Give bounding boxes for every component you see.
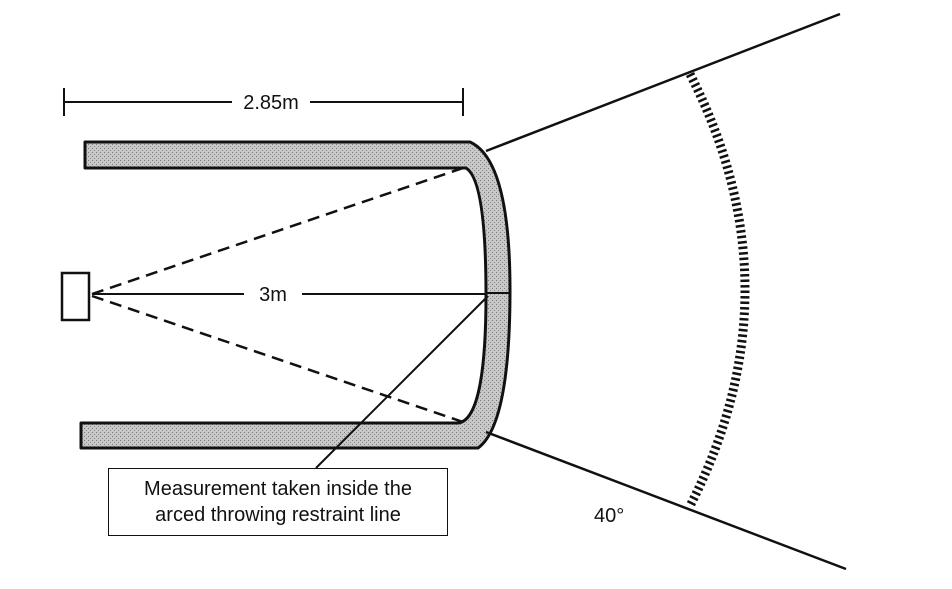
distance-label: 3m	[259, 284, 287, 306]
sector-line-lower	[485, 430, 847, 571]
restraint-band	[79, 140, 512, 450]
measurement-note-line-1: Measurement taken inside the	[144, 478, 412, 500]
distance-dimension: 3m	[92, 284, 486, 306]
measurement-note-line-2: arced throwing restraint line	[155, 504, 401, 526]
sector-angle-label: 40°	[594, 505, 624, 527]
width-dimension-label: 2.85m	[243, 92, 299, 114]
note-leader-line	[315, 295, 489, 469]
throw-point-marker	[60, 271, 91, 322]
width-dimension: 2.85m	[63, 88, 464, 116]
dashed-line-upper	[91, 165, 467, 296]
landing-arc	[685, 71, 750, 509]
measurement-note-box: Measurement taken inside the arced throw…	[108, 468, 448, 536]
dashed-line-lower	[91, 294, 467, 425]
sector-line-upper	[485, 12, 841, 153]
